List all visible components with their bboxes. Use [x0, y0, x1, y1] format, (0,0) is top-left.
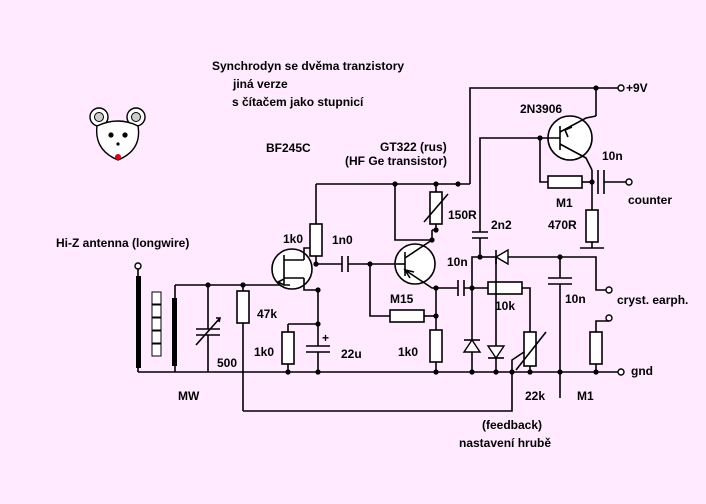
earphone-terminal-2	[605, 314, 613, 322]
resistor-m1-counter	[547, 175, 583, 189]
label-band: MW	[178, 389, 200, 403]
ferrite-rod-left	[136, 276, 141, 368]
capacitor-10n-out	[548, 277, 572, 285]
label-feedback: (feedback)	[482, 418, 543, 432]
label-c-10n-counter: 10n	[602, 149, 623, 163]
resistor-10k	[487, 281, 523, 295]
label-r-47k: 47k	[257, 307, 278, 321]
capacitor-22u	[306, 345, 330, 353]
label-c-1n0: 1n0	[332, 233, 353, 247]
counter-terminal	[625, 178, 633, 186]
label-c-22u-plus: +	[322, 331, 330, 345]
label-ge-transistor: GT322 (rus)	[380, 140, 447, 154]
coil-windings	[151, 291, 162, 357]
label-gnd: gnd	[631, 364, 653, 378]
mouse-icon	[89, 107, 146, 161]
resistor-1k0-emitter	[429, 329, 443, 363]
label-c-22u: 22u	[341, 347, 362, 361]
label-r-m1-counter: M1	[556, 196, 573, 210]
label-ge-note: (HF Ge transistor)	[345, 154, 448, 168]
capacitor-2n2	[472, 231, 488, 239]
label-pnp: 2N3906	[520, 102, 563, 116]
label-r-1k0-drain: 1k0	[283, 232, 304, 246]
capacitor-1n0	[341, 256, 349, 272]
ferrite-rod-right	[172, 298, 177, 366]
supply-terminal	[617, 84, 625, 92]
label-supply: +9V	[626, 81, 648, 95]
resistor-47k	[236, 290, 250, 324]
label-r-m1-out: M1	[577, 389, 594, 403]
title-line-3: s čítačem jako stupnicí	[232, 95, 364, 109]
transistor-gt322	[394, 230, 438, 289]
label-antenna: Hi-Z antenna (longwire)	[56, 236, 190, 250]
capacitor-10n-counter	[597, 170, 605, 194]
label-fet: BF245C	[266, 141, 311, 155]
label-earphone: cryst. earph.	[617, 293, 689, 307]
feedback-line	[243, 372, 513, 412]
label-coarse: nastavení hrubě	[459, 436, 552, 450]
resistor-470r	[585, 209, 599, 243]
label-r-1k0-emitter: 1k0	[398, 345, 419, 359]
title-line-2: jiná verze	[233, 77, 288, 91]
transistor-2n3906	[540, 115, 597, 171]
title-line-1: Synchrodyn se dvěma tranzistory	[212, 59, 405, 73]
diode-2	[494, 248, 509, 266]
label-r-m15: M15	[390, 292, 414, 306]
diode-3	[486, 345, 506, 360]
label-r-10k: 10k	[495, 299, 516, 313]
diode-1	[462, 338, 482, 353]
potentiometer-22k	[523, 331, 537, 367]
label-pot-22k: 22k	[525, 389, 546, 403]
resistor-m1-out	[589, 331, 603, 365]
resistor-1k0-drain	[309, 223, 323, 257]
label-counter: counter	[628, 193, 673, 207]
label-c-10n-out: 10n	[565, 292, 586, 306]
earphone-terminal	[605, 286, 613, 294]
label-r-1k0-source: 1k0	[254, 345, 275, 359]
tuning-capacitor	[195, 285, 222, 372]
label-tuning-cap: 500	[217, 356, 238, 370]
label-r-150r: 150R	[448, 208, 477, 222]
gnd-terminal	[617, 368, 625, 376]
capacitor-10n-coupling	[457, 280, 465, 296]
label-r-470r: 470R	[548, 218, 577, 232]
resistor-m15	[389, 309, 425, 323]
label-c-10n-coupling: 10n	[447, 255, 468, 269]
antenna-terminal	[134, 262, 142, 270]
label-c-2n2: 2n2	[491, 218, 512, 232]
resistor-1k0-source	[281, 331, 295, 365]
